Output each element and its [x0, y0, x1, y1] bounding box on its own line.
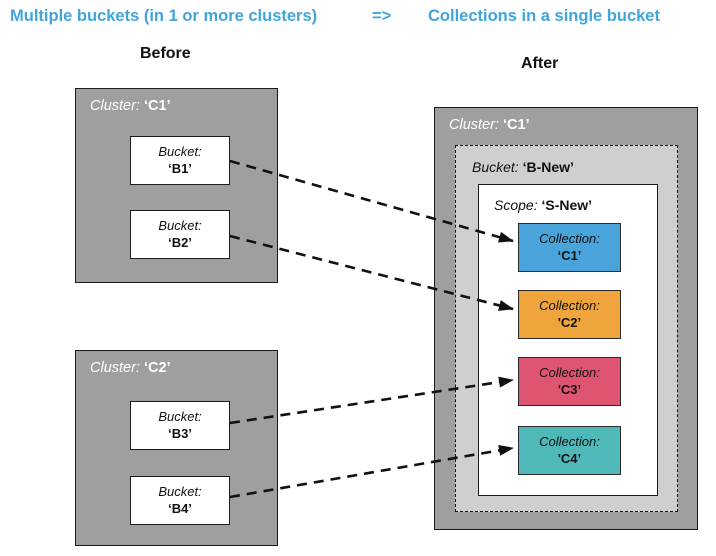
collection-c1-box: Collection: ‘C1’	[518, 223, 621, 272]
after-cluster-c1-label: Cluster: ‘C1’	[449, 117, 530, 133]
cluster-c1-label-prefix: Cluster:	[90, 98, 140, 114]
cluster-c2-label: Cluster: ‘C2’	[90, 360, 171, 376]
bucket-b4-prefix: Bucket:	[158, 484, 202, 499]
cluster-c2-label-name: ‘C2’	[144, 360, 171, 376]
bucket-bnew-label-name: ‘B-New’	[522, 159, 574, 175]
collection-c3-box: Collection: 'C3’	[518, 357, 621, 406]
scope-snew-label-name: ‘S-New’	[541, 197, 593, 213]
bucket-bnew-box: Bucket: ‘B-New’ Scope: ‘S-New’ Collectio…	[455, 145, 678, 512]
collection-c1-name: ‘C1’	[557, 247, 582, 263]
scope-snew-label: Scope: ‘S-New’	[494, 197, 592, 213]
collection-c2-box: Collection: 'C2’	[518, 290, 621, 339]
before-label: Before	[140, 45, 191, 62]
collection-c2-prefix: Collection:	[539, 298, 600, 313]
cluster-c2-label-prefix: Cluster:	[90, 360, 140, 376]
header-left-text: Multiple buckets (in 1 or more clusters)	[10, 7, 318, 25]
after-label: After	[521, 55, 559, 72]
scope-snew-label-prefix: Scope:	[494, 197, 538, 213]
bucket-b3-box: Bucket: ‘B3’	[130, 401, 230, 450]
scope-snew-box: Scope: ‘S-New’ Collection: ‘C1’ Collecti…	[478, 184, 658, 496]
collection-c3-prefix: Collection:	[539, 365, 600, 380]
after-cluster-c1-box: Cluster: ‘C1’ Bucket: ‘B-New’ Scope: ‘S-…	[434, 107, 698, 530]
bucket-b2-box: Bucket: ‘B2’	[130, 210, 230, 259]
bucket-bnew-label-prefix: Bucket:	[472, 159, 519, 175]
collection-c4-box: Collection: 'C4’	[518, 426, 621, 475]
bucket-bnew-label: Bucket: ‘B-New’	[472, 159, 574, 175]
bucket-b3-name: ‘B3’	[168, 425, 192, 441]
header-right-text: Collections in a single bucket	[428, 7, 660, 25]
after-cluster-label-name: ‘C1’	[503, 117, 530, 133]
collection-c3-name: 'C3’	[557, 381, 582, 397]
bucket-b4-box: Bucket: ‘B4’	[130, 476, 230, 525]
header-arrow-symbol: =>	[372, 7, 392, 25]
bucket-b4-name: ‘B4’	[168, 500, 192, 516]
bucket-b2-prefix: Bucket:	[158, 218, 202, 233]
collection-c2-name: 'C2’	[557, 314, 582, 330]
cluster-c2-box: Cluster: ‘C2’ Bucket: ‘B3’ Bucket: ‘B4’	[75, 350, 278, 546]
cluster-c1-label: Cluster: ‘C1’	[90, 98, 171, 114]
bucket-b3-prefix: Bucket:	[158, 409, 202, 424]
bucket-b1-box: Bucket: ‘B1’	[130, 136, 230, 185]
bucket-b1-name: ‘B1’	[168, 160, 192, 176]
after-cluster-label-prefix: Cluster:	[449, 117, 499, 133]
collection-c4-name: 'C4’	[557, 450, 582, 466]
collection-c4-prefix: Collection:	[539, 434, 600, 449]
bucket-b1-prefix: Bucket:	[158, 144, 202, 159]
bucket-b2-name: ‘B2’	[168, 234, 192, 250]
collection-c1-prefix: Collection:	[539, 231, 600, 246]
cluster-c1-label-name: ‘C1’	[144, 98, 171, 114]
cluster-c1-box: Cluster: ‘C1’ Bucket: ‘B1’ Bucket: ‘B2’	[75, 88, 278, 283]
